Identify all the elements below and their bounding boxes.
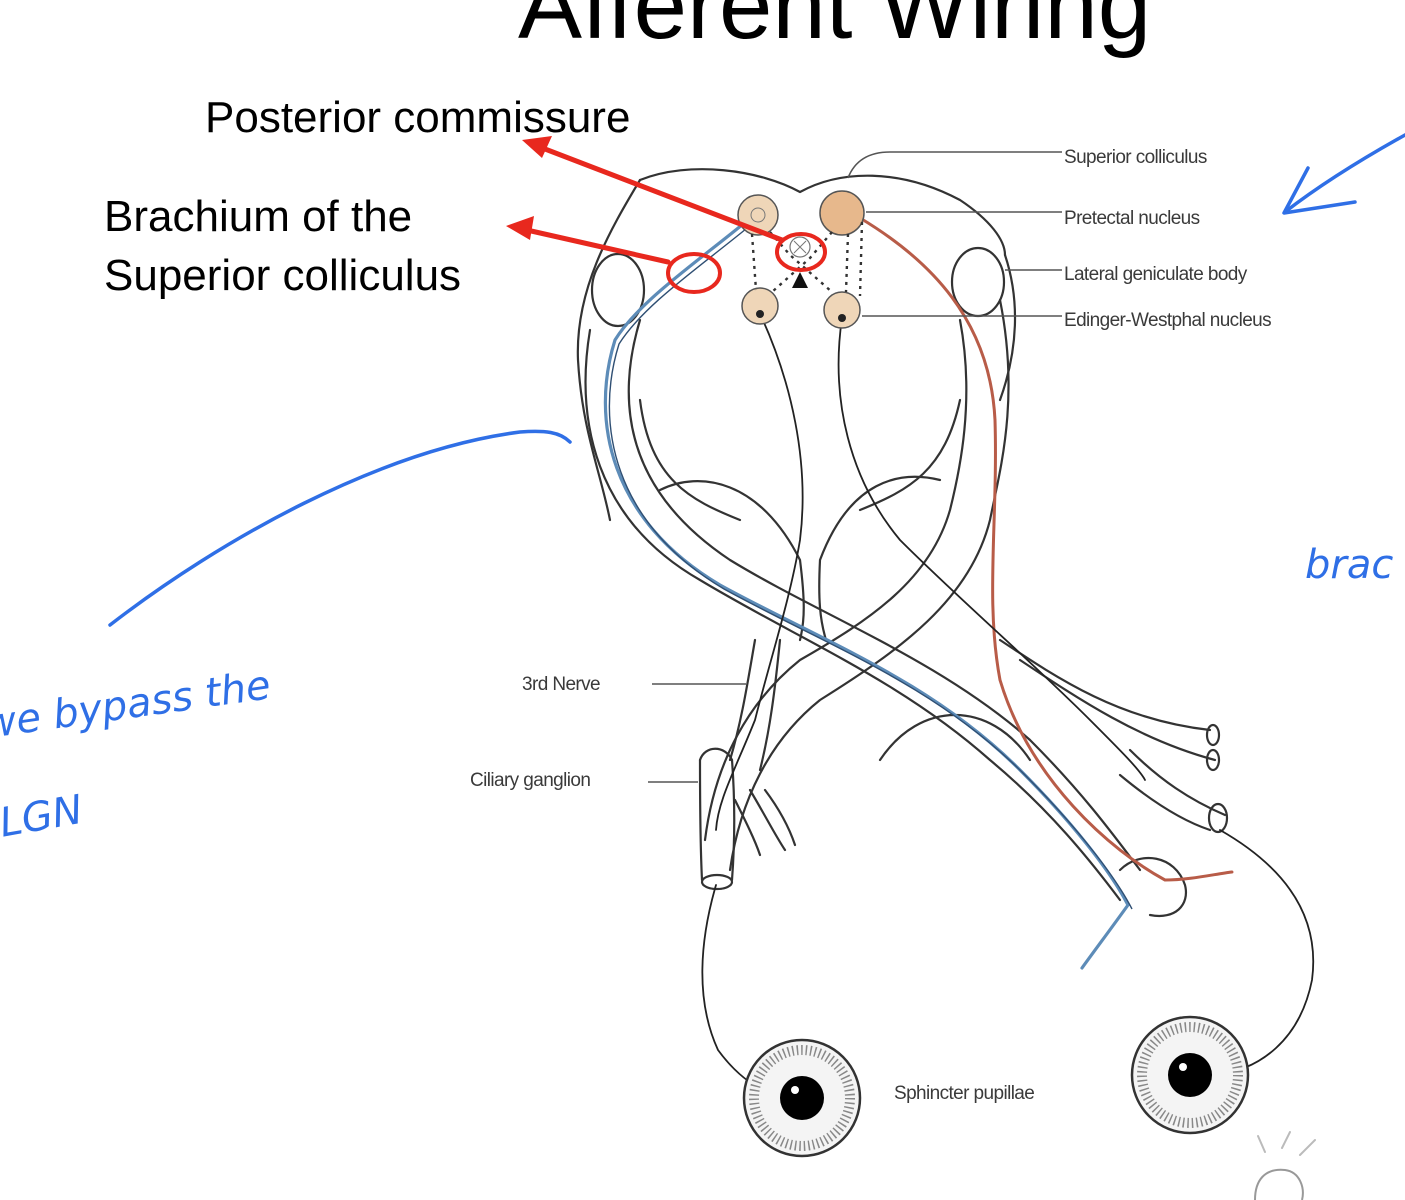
figure-labels: Superior colliculus Pretectal nucleus La… — [470, 147, 1272, 1104]
lower-right-junction — [1118, 856, 1188, 918]
corner-sketch — [1254, 1131, 1316, 1200]
pupil-right — [1168, 1053, 1212, 1097]
ink-arrow-shaft-to-pretectal — [1283, 133, 1405, 214]
label-sphincter-pupillae: Sphincter pupillae — [894, 1083, 1034, 1104]
optic-tract-right-outer — [728, 298, 1010, 872]
eye-left — [742, 1038, 862, 1158]
optic-nerve-right-branch — [1118, 748, 1227, 832]
posterior-commissure-cross — [793, 240, 807, 254]
dotted-link-1 — [750, 233, 758, 291]
central-loop-left — [638, 398, 742, 522]
pupil-right-highlight — [1179, 1063, 1187, 1071]
edinger-westphal-nucleus-right-dot — [838, 314, 846, 322]
parasympathetic-fibers — [701, 317, 1315, 1099]
arrow-posterior-commissure-head — [522, 136, 552, 158]
ciliary-ganglion-body — [698, 747, 734, 762]
ink-curve-to-optic-tract — [108, 429, 572, 627]
handwritten-note-line2: LGN — [0, 787, 86, 847]
nerve-branch-end-2 — [1205, 748, 1221, 772]
lateral-geniculate-body-right — [950, 246, 1006, 318]
nuclei — [737, 190, 865, 329]
label-lateral-geniculate-body: Lateral geniculate body — [1064, 264, 1248, 285]
label-ciliary-ganglion: Ciliary ganglion — [470, 770, 590, 791]
efferent-fibers — [858, 216, 1234, 882]
third-nerve-bundle — [728, 638, 782, 772]
optic-tract-left-inner — [627, 318, 1142, 872]
dotted-link-5 — [858, 221, 864, 297]
afferent-fiber-blue — [603, 218, 1130, 970]
annotation-posterior-commissure: Posterior commissure — [205, 93, 630, 142]
handwritten-note-line1: we bypass the — [0, 662, 273, 748]
iris-left-texture — [749, 1045, 855, 1151]
dotted-link-4 — [844, 233, 850, 293]
edinger-westphal-nucleus-right — [823, 291, 861, 329]
midbrain-outline — [576, 178, 1017, 522]
nerve-branch-end-1 — [1205, 723, 1221, 747]
optic-tract-left-outer — [584, 328, 1122, 902]
ew-fiber-left — [715, 317, 804, 831]
label-edinger-westphal-nucleus: Edinger-Westphal nucleus — [1064, 310, 1271, 331]
corner-sketch-bulb — [1254, 1168, 1304, 1200]
arrow-brachium-shaft — [515, 225, 671, 265]
midline-triangle — [792, 272, 808, 288]
leader-superior-colliculus — [847, 151, 1062, 179]
iris-right-texture — [1137, 1022, 1243, 1128]
label-superior-colliculus: Superior colliculus — [1064, 147, 1207, 168]
annotation-brachium-line1: Brachium of the — [104, 192, 412, 241]
pupil-left — [780, 1076, 824, 1120]
afferent-fiber-blue-edge — [608, 223, 1133, 910]
highlight-circle-brachium — [666, 252, 722, 294]
central-loop-right — [858, 398, 962, 512]
label-pretectal-nucleus: Pretectal nucleus — [1064, 208, 1200, 229]
pupil-left-highlight — [791, 1086, 799, 1094]
edinger-westphal-nucleus-left — [741, 287, 779, 325]
slide-title: Afferent Wiring — [518, 0, 1151, 59]
central-cross — [658, 475, 942, 642]
blue-handwriting: we bypass the LGN brac — [0, 133, 1405, 847]
label-third-nerve: 3rd Nerve — [522, 674, 600, 695]
corner-sketch-rays — [1257, 1131, 1316, 1156]
optic-nerve-right-end — [1207, 802, 1229, 834]
midbrain-top-outline — [638, 168, 1007, 257]
lateral-geniculate-body-left — [590, 252, 646, 328]
arrow-brachium-head — [506, 216, 534, 240]
arrow-posterior-commissure-shaft — [529, 141, 785, 243]
handwritten-note-right-fragment: brac — [1305, 542, 1393, 588]
eye-right — [1130, 1015, 1250, 1135]
ciliary-branches — [733, 788, 797, 857]
red-annotations: Posterior commissure Brachium of the Sup… — [104, 93, 827, 300]
ink-arrow-head-to-pretectal — [1282, 166, 1357, 215]
afferent-fibers — [603, 218, 1133, 970]
ciliary-to-right-eye — [1214, 829, 1315, 1076]
optic-tract-right-inner — [703, 318, 968, 842]
annotation-brachium-line2: Superior colliculus — [104, 251, 461, 300]
pretectal-to-eye-fiber-red — [858, 216, 1234, 882]
edinger-westphal-nucleus-left-dot — [756, 310, 764, 318]
ew-fiber-right — [837, 317, 1146, 781]
pretectal-nucleus-right — [819, 190, 865, 236]
pretectal-nucleus-left-core — [750, 207, 766, 223]
highlight-circle-posterior-commissure — [775, 232, 827, 272]
dotted-link-3 — [771, 231, 833, 293]
ciliary-nerve-end — [700, 873, 734, 891]
